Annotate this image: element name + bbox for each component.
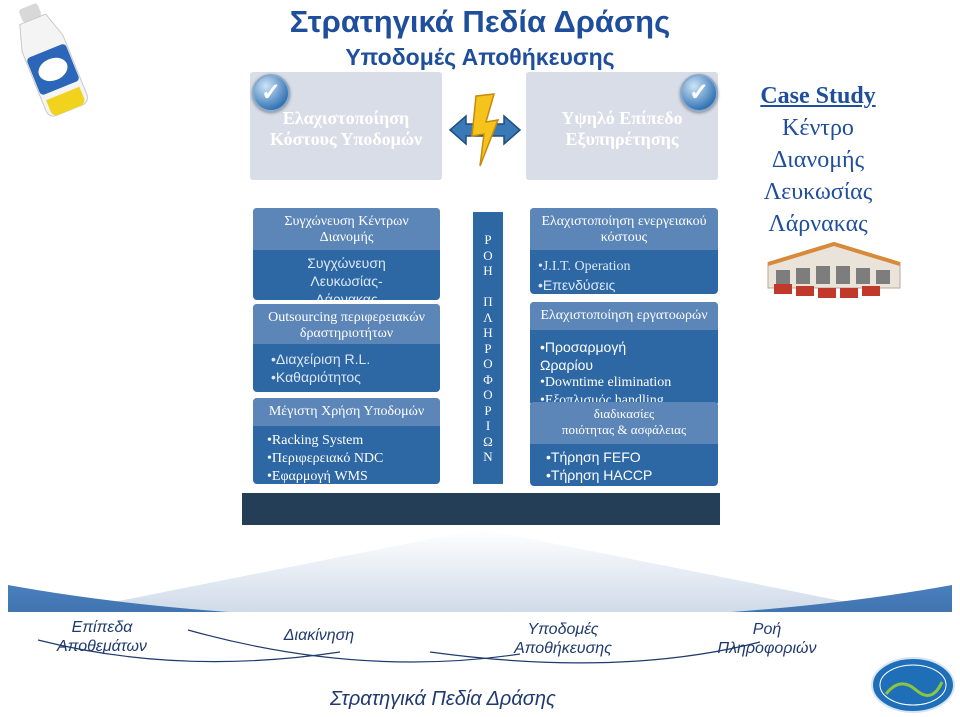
panel-item: •Εφαρμογή WMS (267, 469, 368, 484)
panel-item: •Καθαριότητος (271, 369, 361, 385)
page-title: Στρατηγικά Πεδία Δράσης (289, 4, 671, 39)
label-line: Αποθήκευσης (514, 640, 612, 657)
left-panel-merger: Συγχώνευση Κέντρων Διανομής Συγχώνευση Λ… (253, 208, 440, 300)
check-icon: ✓ (252, 74, 290, 112)
top-right-label-line2: Εξυπηρέτησης (565, 129, 679, 149)
label-line: Υποδομές (527, 621, 599, 638)
page-subtitle: Υποδομές Αποθήκευσης (345, 44, 615, 70)
column-letter: Ω (483, 433, 493, 449)
panel-header-line2: ποιότητας & ασφάλειας (561, 422, 687, 437)
panel-item: Συγχώνευση (307, 255, 386, 271)
bottom-title: Στρατηγικά Πεδία Δράσης (330, 688, 556, 710)
company-logo (871, 657, 955, 713)
panel-item: •Downtime elimination (540, 375, 672, 390)
panel-header-line2: Διανομής (319, 230, 374, 245)
panel-item: •Περιφερειακό NDC (267, 451, 384, 466)
panel-header-line1: διαδικασίες (593, 406, 655, 421)
panel-header-line1: Μέγιστη Χρήση Υποδομών (268, 404, 425, 419)
panel-header-line1: Συγχώνευση Κέντρων (284, 214, 409, 229)
label-line: Επίπεδα (71, 619, 133, 636)
case-study-heading: Case Study (760, 83, 876, 109)
label-transport: Διακίνηση (283, 627, 355, 644)
bottom-panel (0, 612, 960, 717)
column-letter: Ρ (484, 340, 492, 356)
panel-header-line1: Ελαχιστοποίηση ενεργειακού (541, 214, 707, 229)
case-study-line: Λάρνακας (768, 211, 868, 237)
column-letter: Η (483, 325, 493, 340)
panel-item: •Διαχείριση R.L. (271, 351, 371, 367)
bottom-arcs (37, 629, 761, 664)
panel-item: •Τήρηση FEFO (546, 449, 641, 465)
label-inventory-levels: Επίπεδα Αποθεμάτων (42, 618, 162, 656)
check-icon: ✓ (680, 74, 718, 112)
panel-header-line1: Outsourcing περιφερειακών (268, 310, 425, 325)
column-letter (473, 279, 503, 295)
panel-item: Λάρνακας (315, 291, 378, 300)
column-letter: Π (483, 294, 493, 309)
panel-item: •Επενδύσεις (538, 277, 616, 293)
column-letter: Ρ (484, 232, 492, 247)
right-panel-energy: Ελαχιστοποίηση ενεργειακού κόστους •J.I.… (530, 208, 718, 294)
panel-item: •Τήρηση HACCP (546, 467, 653, 483)
panel-item: •J.I.T. Operation (538, 259, 631, 274)
label-storage-infrastructure: Υποδομές Αποθήκευσης (498, 620, 628, 658)
panel-header-line1: Ελαχιστοποίηση εργατοωρών (540, 308, 708, 323)
top-left-label-line2: Κόστους Υποδομών (269, 129, 423, 149)
panel-header-line2: κόστους (600, 230, 648, 245)
column-letter: Ο (483, 247, 493, 263)
column-letter: Ο (483, 356, 493, 371)
information-flow-column: Ρ Ο Η Π Λ Η Ρ Ο Φ Ο Ρ Ι Ω Ν (473, 212, 503, 484)
column-letter: Ν (483, 449, 493, 464)
panel-item: Λευκωσίας- (310, 273, 383, 289)
balance-beam (242, 493, 720, 525)
label-information-flow: Ροή Πληροφοριών (704, 620, 830, 658)
label-line: Αποθεμάτων (57, 638, 147, 655)
label-line: Ροή (752, 621, 782, 638)
top-left-label-line1: Ελαχιστοποίηση (282, 108, 410, 128)
warehouse-image (767, 241, 901, 298)
case-study-line: Λευκωσίας (763, 179, 873, 205)
label-line: Πληροφοριών (717, 640, 817, 657)
panel-header-line2: δραστηριοτήτων (299, 326, 394, 341)
column-letter: Ο (483, 387, 493, 402)
case-study-label: Case Study Κέντρο Διανομής Λευκωσίας Λάρ… (728, 80, 908, 240)
right-panel-labor: Ελαχιστοποίηση εργατοωρών •Προσαρμογή Ωρ… (530, 302, 718, 406)
left-panel-outsourcing: Outsourcing περιφερειακών δραστηριοτήτων… (253, 304, 440, 392)
column-letter: Η (483, 263, 493, 278)
double-arrow-lightning-icon (448, 93, 522, 167)
top-right-label-line1: Υψηλό Επίπεδο (561, 108, 683, 128)
column-letter: Ι (485, 418, 491, 433)
case-study-line: Κέντρο (782, 115, 854, 141)
column-letter: Ρ (484, 402, 492, 418)
left-panel-max-usage: Μέγιστη Χρήση Υποδομών •Racking System •… (253, 398, 440, 484)
column-letter: Φ (483, 371, 493, 387)
panel-item: •Προσαρμογή (540, 339, 627, 355)
column-letter: Λ (483, 309, 493, 325)
panel-item: Ωραρίου (540, 357, 594, 373)
panel-item: •Racking System (267, 433, 364, 448)
right-panel-quality: διαδικασίες ποιότητας & ασφάλειας •Τήρησ… (530, 402, 718, 486)
case-study-line: Διανομής (771, 147, 865, 173)
milk-bottle-image (19, 3, 88, 117)
